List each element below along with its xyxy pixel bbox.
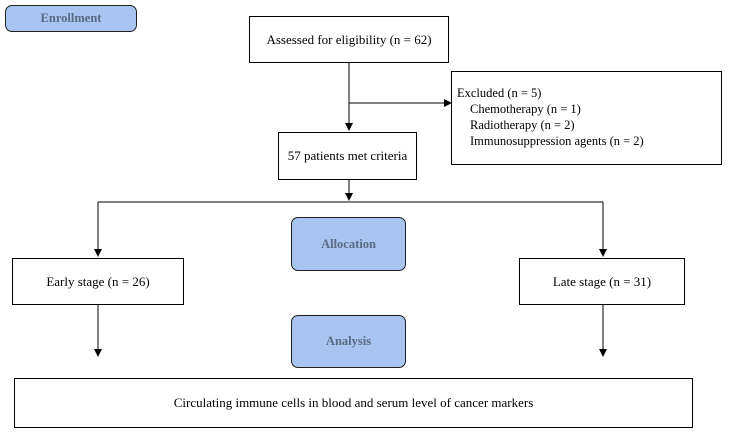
excluded-item: Chemotherapy (n = 1)	[470, 102, 581, 116]
excluded-item: Immunosuppression agents (n = 2)	[470, 134, 644, 148]
late-stage-box: Late stage (n = 31)	[519, 258, 685, 305]
assessed-box: Assessed for eligibility (n = 62)	[249, 16, 449, 63]
enrollment-label: Enrollment	[5, 5, 137, 32]
excluded-box: Excluded (n = 5) Chemotherapy (n = 1) Ra…	[451, 71, 722, 165]
excluded-title: Excluded (n = 5)	[457, 86, 542, 100]
met-criteria-box: 57 patients met criteria	[278, 132, 417, 180]
outcome-box: Circulating immune cells in blood and se…	[14, 378, 693, 428]
allocation-label: Allocation	[291, 217, 406, 271]
excluded-item: Radiotherapy (n = 2)	[470, 118, 575, 132]
early-stage-box: Early stage (n = 26)	[12, 258, 184, 305]
analysis-label: Analysis	[291, 315, 406, 368]
